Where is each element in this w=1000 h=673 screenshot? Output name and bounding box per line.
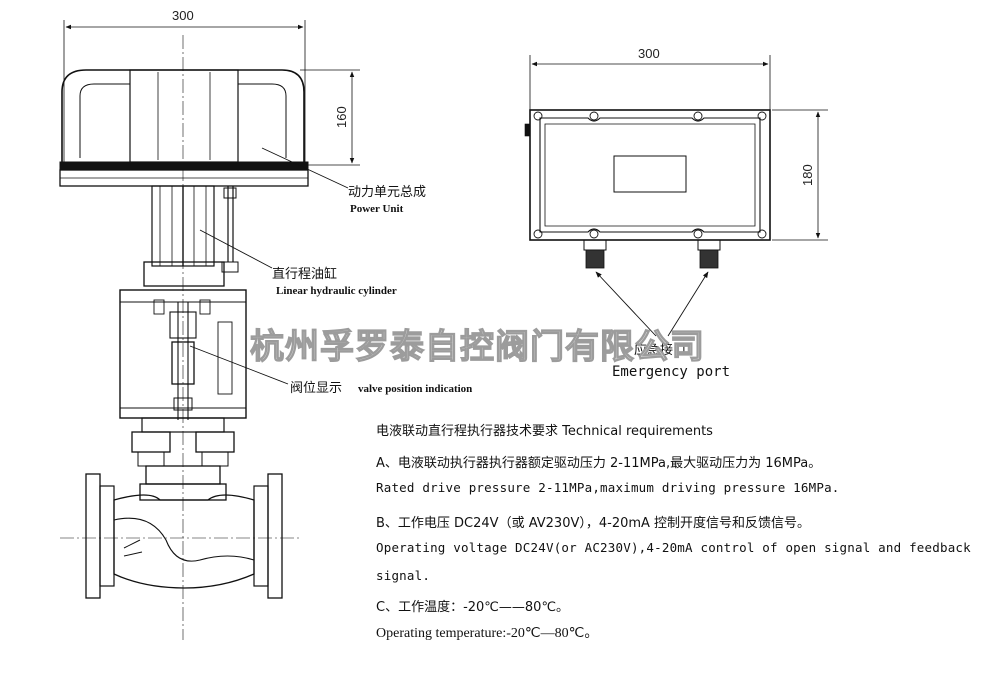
emergency-port-label-en: Emergency port xyxy=(612,364,730,380)
power-unit-label-en: Power Unit xyxy=(350,203,404,215)
requirement-b-en-2: signal. xyxy=(376,568,431,583)
power-unit-label-cn: 动力单元总成 xyxy=(348,185,426,200)
position-label-cn: 阀位显示 xyxy=(290,381,342,396)
requirements-title: 电液联动直行程执行器技术要求 Technical requirements xyxy=(376,424,713,439)
cylinder-label-en: Linear hydraulic cylinder xyxy=(276,285,397,297)
requirement-a-en: Rated drive pressure 2-11MPa,maximum dri… xyxy=(376,480,840,495)
actuator-width-dim: 300 xyxy=(172,8,194,23)
emergency-port-label-cn: 应急接口 xyxy=(634,342,686,358)
top-view-box xyxy=(524,55,828,337)
actuator-height-dim: 160 xyxy=(334,106,349,128)
requirement-c-cn: C、工作温度：-20℃——80℃。 xyxy=(376,600,570,615)
position-label-en: valve position indication xyxy=(358,383,472,395)
cylinder-label-cn: 直行程油缸 xyxy=(272,266,337,282)
requirement-a-cn: A、电液联动执行器执行器额定驱动压力 2-11MPa,最大驱动压力为 16MPa… xyxy=(376,456,822,471)
top-view-width-dim: 300 xyxy=(638,46,660,61)
requirement-c-en: Operating temperature:-20℃—80℃。 xyxy=(376,626,599,641)
company-watermark: 杭州孚罗泰自控阀门有限公司 xyxy=(250,327,705,367)
requirement-b-cn: B、工作电压 DC24V（或 AV230V），4-20mA 控制开度信号和反馈信… xyxy=(376,516,811,531)
top-view-height-dim: 180 xyxy=(800,164,815,186)
actuator-assembly xyxy=(59,20,360,640)
requirement-b-en-1: Operating voltage DC24V(or AC230V),4-20m… xyxy=(376,540,971,555)
